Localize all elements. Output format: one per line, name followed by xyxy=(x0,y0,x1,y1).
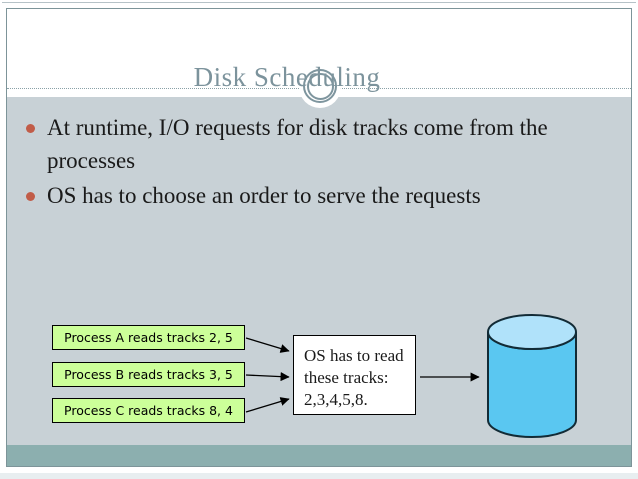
bottom-strip xyxy=(0,473,638,479)
bullet-item: At runtime, I/O requests for disk tracks… xyxy=(47,115,548,173)
os-box-line: these tracks: xyxy=(304,368,389,387)
title-ring-ornament-inner-icon xyxy=(307,73,334,100)
os-box-line: 2,3,4,5,8. xyxy=(304,390,368,409)
bullet-marker xyxy=(26,192,35,201)
process-c-box: Process C reads tracks 8, 4 xyxy=(52,398,245,423)
title-ring-ornament-icon xyxy=(303,69,337,103)
disk-cylinder-icon xyxy=(487,314,577,438)
process-b-box: Process B reads tracks 3, 5 xyxy=(52,362,245,387)
top-hairline xyxy=(2,2,636,3)
bullet-marker xyxy=(26,124,35,133)
process-a-box: Process A reads tracks 2, 5 xyxy=(52,325,245,350)
os-read-box: OS has to read these tracks: 2,3,4,5,8. xyxy=(293,335,416,415)
slide-footer-band xyxy=(7,445,631,466)
bullet-item: OS has to choose an order to serve the r… xyxy=(47,183,481,208)
os-box-line: OS has to read xyxy=(304,346,404,365)
slide-title: Disk Scheduling xyxy=(193,62,381,92)
